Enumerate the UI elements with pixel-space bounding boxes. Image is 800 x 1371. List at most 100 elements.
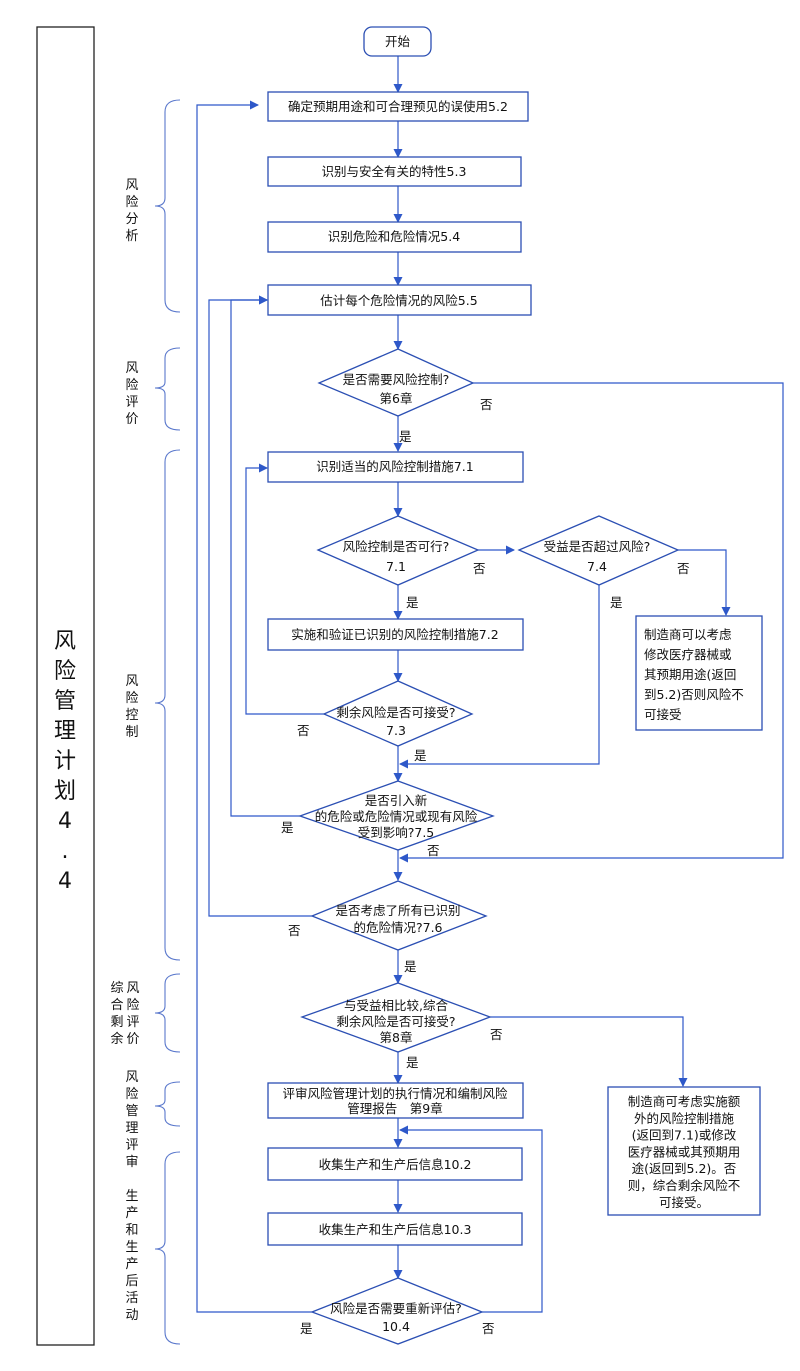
decision-6-line1: 是否需要风险控制? [343,372,450,387]
label-10-4-no: 否 [482,1321,495,1336]
label-7-4-no: 否 [677,561,690,576]
phase-evaluation-char: 险 [125,378,138,393]
decision-7-4-line2: 7.4 [587,559,607,574]
phase-overall-char: 价 [126,1032,139,1047]
phase-review-char: 理 [125,1121,138,1136]
plan-title-char: 风 [54,629,76,654]
label-7-5-no: 否 [427,843,440,858]
phase-evaluation-char: 风 [125,361,138,376]
label-7-1-no: 否 [473,561,486,576]
decision-7-1-line1: 风险控制是否可行? [343,539,450,554]
label-7-1-yes: 是 [406,595,419,610]
plan-title-char: 计 [54,749,76,774]
note-1-line: 修改医疗器械或 [644,647,732,662]
decision-7-3-line2: 7.3 [386,723,406,738]
phase-analysis-char: 风 [125,178,138,193]
step-5-4-box [267,221,522,253]
label-10-4-yes: 是 [300,1321,313,1336]
label-7-6-yes: 是 [404,959,417,974]
decision-7-6 [310,880,488,951]
label-7-4-yes: 是 [610,595,623,610]
phase-review-char: 评 [125,1138,138,1153]
decision-7-5-line1: 是否引入新 [365,793,428,808]
step-5-2-label: 确定预期用途和可合理预见的误使用5.2 [288,99,508,114]
phase-overall-char: 剩 [110,1015,123,1030]
decision-7-4-line1: 受益是否超过风险? [544,539,651,554]
note-1-line: 制造商可以考虑 [644,627,732,642]
note-2-line: (返回到7.1)或修改 [632,1128,737,1143]
note-2-text: 制造商可考虑实施额外的风险控制措施(返回到7.1)或修改医疗器械或其预期用途(返… [628,1094,741,1210]
plan-title-char: 管 [54,689,76,714]
decision-7-3-line1: 剩余风险是否可接受? [336,705,455,720]
decision-10-4 [310,1277,484,1345]
step-5-4-label: 识别危险和危险情况5.4 [328,229,460,244]
step-10-2-box [267,1147,523,1181]
phase-production-char: 产 [125,1206,138,1221]
start-node [363,26,432,57]
phase-overall-char: 余 [110,1031,123,1047]
phase-production-char: 生 [125,1189,138,1204]
note-1-line: 其预期用途(返回 [644,667,736,682]
step-7-2-label: 实施和验证已识别的风险控制措施7.2 [291,627,498,642]
phase-analysis-char: 险 [125,195,138,210]
connectors [196,56,784,1313]
phase-review-char: 险 [125,1087,138,1102]
phase-evaluation-char: 评 [125,395,138,410]
step-9-label-line1: 评审风险管理计划的执行情况和编制风险 [282,1086,508,1101]
decision-7-5 [298,780,495,851]
label-8-yes: 是 [406,1055,419,1070]
step-5-5-box [267,284,532,316]
plan-title-char: 理 [54,719,76,744]
phase-production-char: 活 [125,1291,138,1306]
label-7-3-yes: 是 [414,748,427,763]
label-6-no: 否 [480,397,493,412]
plan-title-char: 险 [54,659,76,684]
decision-8-line3: 第8章 [380,1030,413,1045]
plan-frame [36,26,95,1346]
step-5-5-label: 估计每个危险情况的风险5.5 [320,293,477,308]
phase-production-char: 生 [125,1240,138,1255]
note-1-line: 可接受 [644,707,682,722]
decision-8-line1: 与受益相比较,综合 [344,998,448,1013]
phase-overall-char: 合 [110,998,123,1013]
note-1-box [635,615,763,731]
label-7-6-no: 否 [288,923,301,938]
plan-title-char: 4 [58,809,72,834]
phase-brackets [154,99,181,1345]
decision-8-line2: 剩余风险是否可接受? [336,1014,455,1029]
phase-production-char: 后 [125,1274,138,1289]
decision-6-line2: 第6章 [380,391,413,406]
phase-control-char: 制 [125,725,138,740]
phase-analysis-char: 析 [125,229,138,244]
step-5-3-label: 识别与安全有关的特性5.3 [322,164,467,179]
decision-6 [317,348,475,417]
decision-10-4-line1: 风险是否需要重新评估? [330,1301,462,1316]
label-8-no: 否 [490,1027,503,1042]
decision-7-1 [316,515,480,586]
phase-control-char: 控 [125,708,138,723]
phase-overall-char: 评 [126,1015,139,1030]
phase-review-char: 风 [125,1070,138,1085]
note-2-line: 途(返回到5.2)。否 [632,1161,737,1176]
phase-overall-char: 综 [110,981,123,996]
step-10-2-label: 收集生产和生产后信息10.2 [319,1157,472,1172]
note-2-line: 可接受。 [659,1195,709,1210]
note-1-line: 到5.2)否则风险不 [644,687,744,702]
step-9-label-line2: 管理报告 第9章 [347,1101,442,1116]
step-10-3-label: 收集生产和生产后信息10.3 [319,1222,472,1237]
note-2-line: 则，综合剩余风险不 [628,1178,741,1193]
step-9-box [267,1082,524,1119]
step-5-3-box [267,156,522,187]
phase-review-char: 审 [125,1155,138,1170]
phase-control-char: 险 [125,691,138,706]
note-2-line: 医疗器械或其预期用 [628,1144,741,1159]
phase-evaluation-char: 价 [125,412,138,427]
phase-production-char: 和 [125,1223,138,1238]
step-7-1-label: 识别适当的风险控制措施7.1 [316,459,473,474]
phase-production-char: 动 [125,1308,138,1323]
plan-title-char: . [62,839,69,864]
phase-analysis-char: 分 [125,212,138,227]
note-2-box [607,1086,761,1216]
